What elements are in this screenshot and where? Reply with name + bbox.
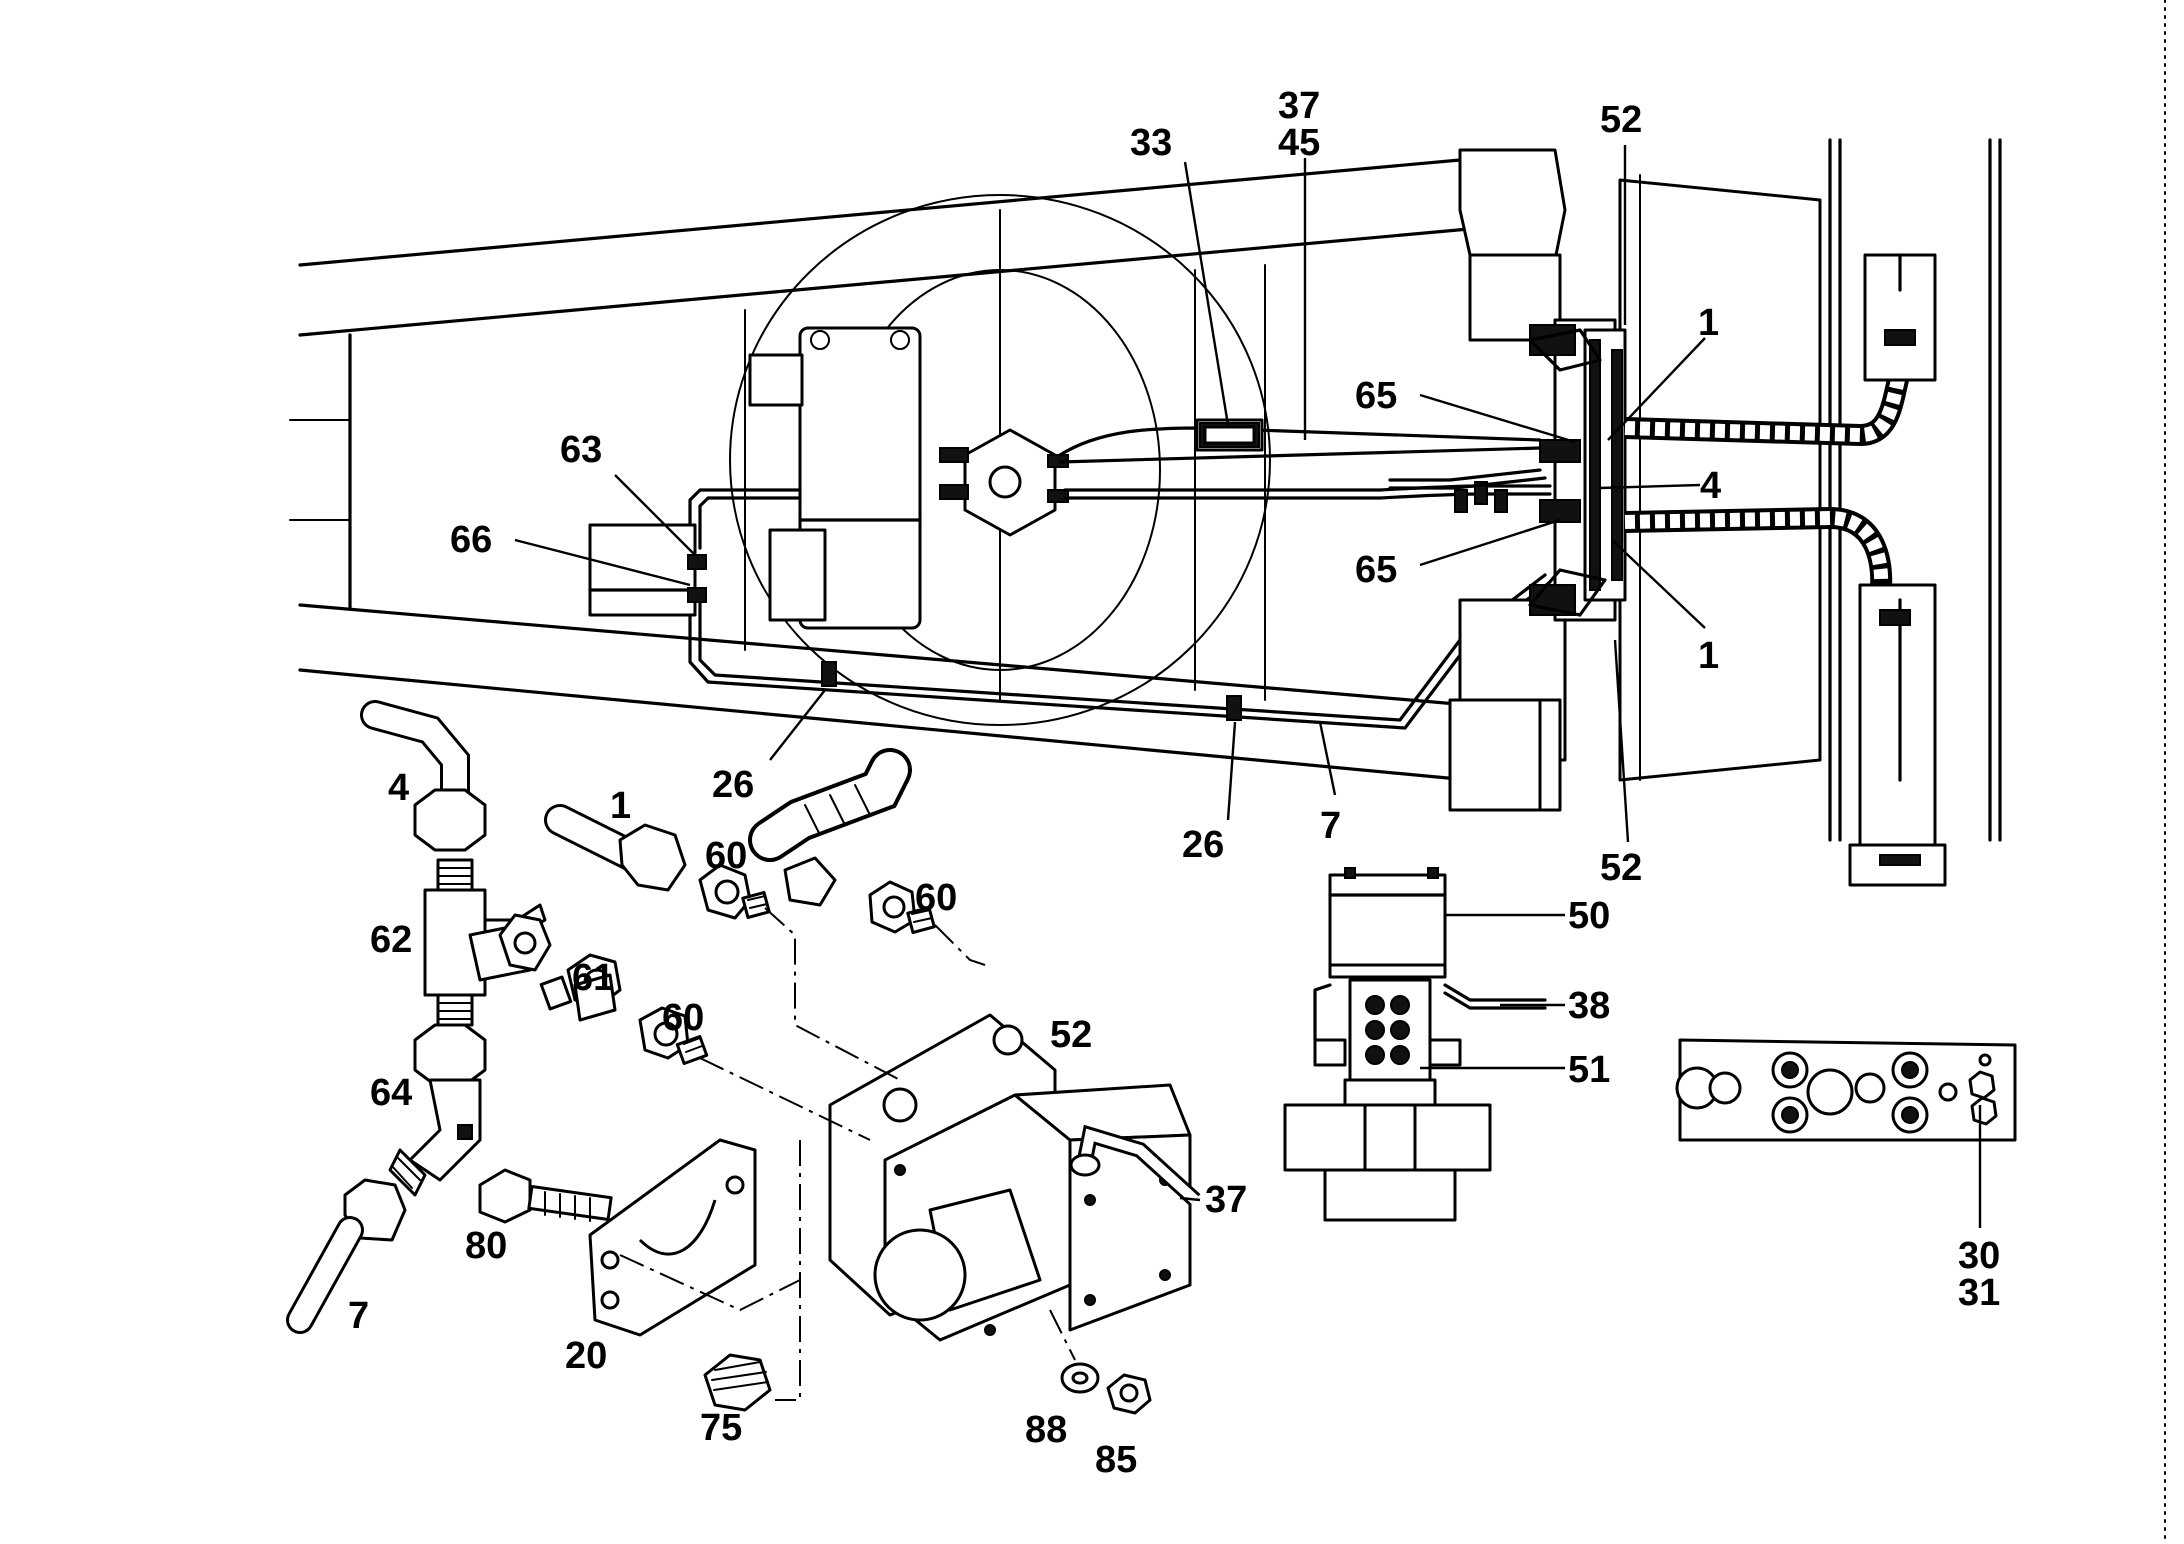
callout-30: 30 [1958,1235,2000,1277]
callout-64: 64 [370,1072,412,1114]
callout-7-detail: 7 [348,1295,369,1337]
callout-63: 63 [560,429,602,471]
callout-65-top: 65 [1355,375,1397,417]
callout-51: 51 [1568,1049,1610,1091]
callout-61: 61 [572,957,614,999]
axle-assembly [1388,138,2002,842]
callout-50: 50 [1568,895,1610,937]
fitting-assembly-detail [286,700,936,1334]
relay-valve-detail [828,1013,1201,1342]
callout-66: 66 [450,519,492,561]
callout-52-valve: 52 [1050,1014,1092,1056]
part-33-module [1195,418,1264,452]
callout-62: 62 [370,919,412,961]
callout-80: 80 [465,1225,507,1267]
callout-38: 38 [1568,985,1610,1027]
callout-37-top: 37 [1278,85,1320,127]
panel-30-31-detail [1675,1038,2017,1142]
callout-26-left: 26 [712,764,754,806]
callout-37-valve: 37 [1205,1179,1247,1221]
callout-85: 85 [1095,1439,1137,1481]
callout-20: 20 [565,1335,607,1377]
leader-lines [514,145,1982,1228]
valve-50-51-detail [1283,867,1547,1222]
assembly-lines [619,907,1076,1401]
callout-1-bottom: 1 [1698,635,1719,677]
callout-65-bottom: 65 [1355,549,1397,591]
callout-labels: 37 45 33 52 1 65 4 65 1 63 66 26 26 7 52… [348,85,2000,1481]
callout-31: 31 [1958,1272,2000,1314]
callout-60-a: 60 [705,835,747,877]
callout-1-top: 1 [1698,302,1719,344]
reservoir-left [588,523,707,617]
callout-60-b: 60 [915,877,957,919]
chassis-frame [289,158,1492,784]
callout-4-detail: 4 [388,767,409,809]
control-box [748,326,1069,630]
callout-52-top: 52 [1600,99,1642,141]
callout-60-c: 60 [662,997,704,1039]
callout-4-top: 4 [1700,465,1721,507]
callout-45: 45 [1278,122,1320,164]
callout-7-top: 7 [1320,805,1341,847]
bracket-hardware [478,1138,1152,1415]
callout-26-right: 26 [1182,824,1224,866]
callout-33: 33 [1130,122,1172,164]
callout-75: 75 [700,1407,742,1449]
callout-52-bottom: 52 [1600,847,1642,889]
brake-hoses [1624,253,1947,887]
callout-1-detail: 1 [610,785,631,827]
callout-88: 88 [1025,1409,1067,1451]
